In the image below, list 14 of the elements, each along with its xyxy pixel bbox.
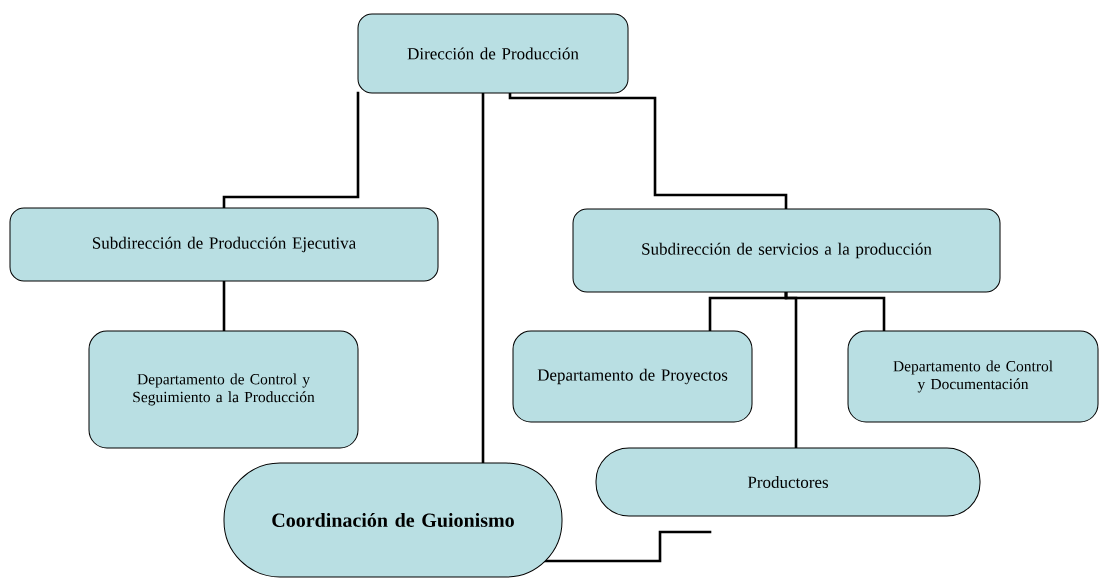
process-box: Subdirección de Producción Ejecutiva [9,207,439,282]
process-box: Departamento de Proyectos [512,330,753,423]
connector-line [543,530,712,563]
rounded-box: Productores [595,447,981,517]
rounded-box: Coordinación de Guionismo [223,462,563,578]
process-box: Departamento de Control y Documentación [847,330,1099,423]
connector-line [508,91,788,211]
connector-line [784,290,886,333]
connector-line [481,91,485,465]
process-box: Dirección de Producción [357,13,629,94]
process-box: Departamento de Control y Seguimiento a la Producción [88,330,359,449]
process-box: Subdirección de servicios a la producción [572,208,1001,293]
connector-line [222,91,360,210]
connector-line [222,279,226,333]
